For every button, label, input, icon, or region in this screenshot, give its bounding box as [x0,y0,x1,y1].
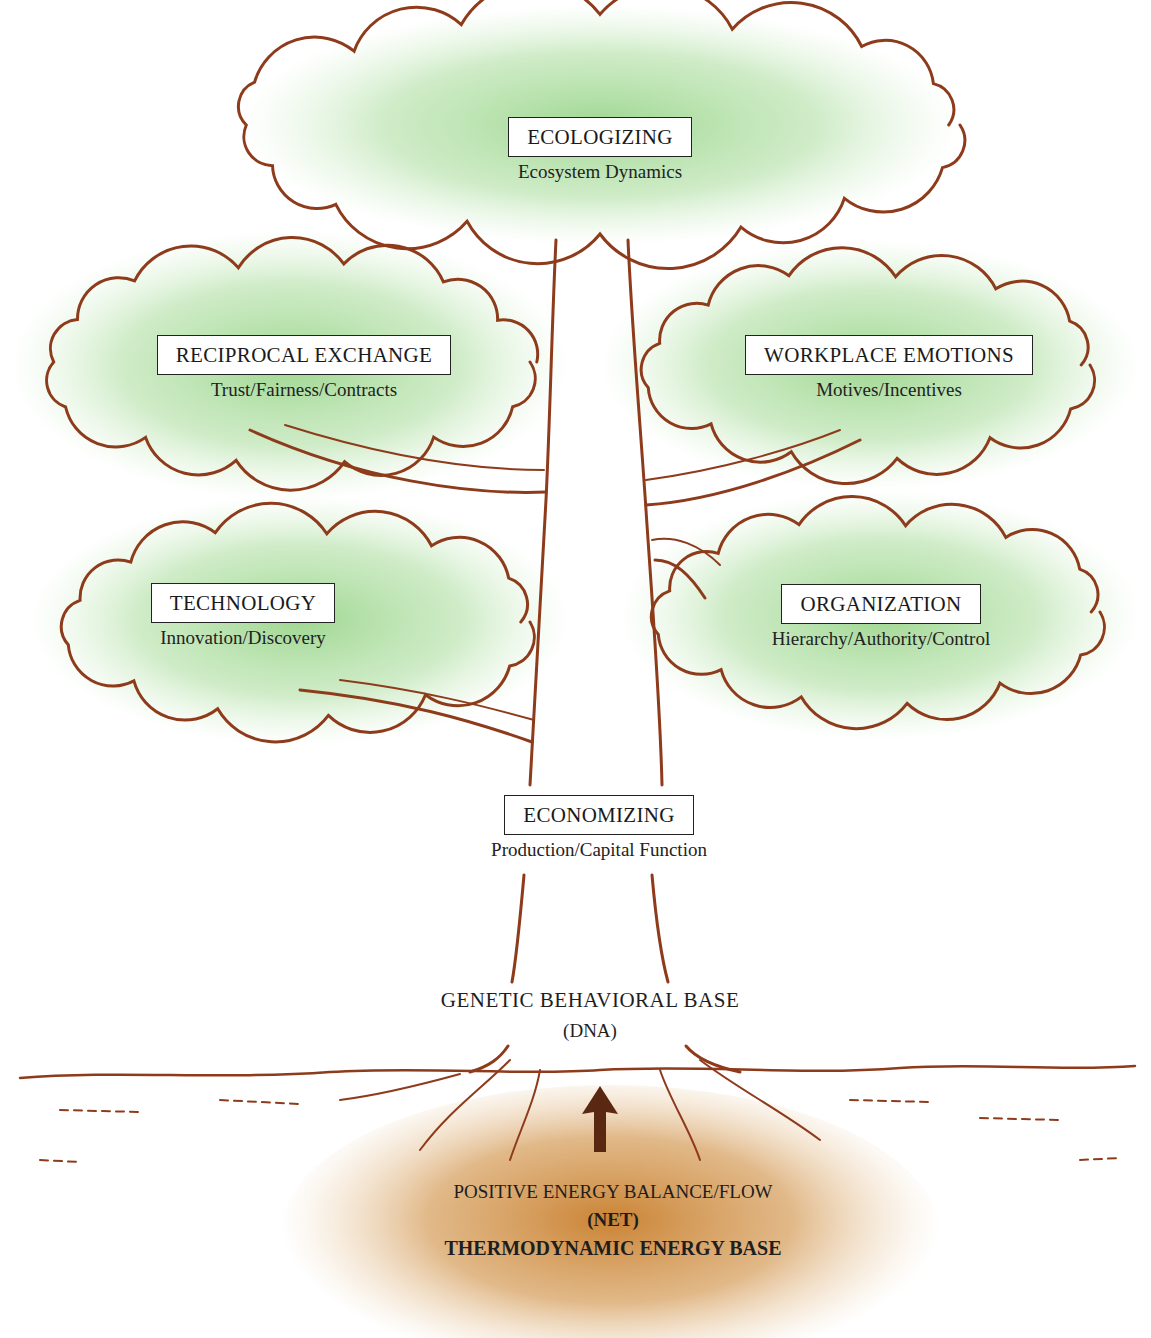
subtitle-row: Ecosystem Dynamics [508,161,692,183]
node-subtitle: Trust/Fairness/Contracts [157,379,451,401]
concept-node: ORGANIZATION Hierarchy/Authority/Control [772,584,990,650]
node-heading: RECIPROCAL EXCHANGE [157,335,451,375]
crown-outline [61,503,534,742]
foliage-glow [240,5,960,245]
diagram-label: POSITIVE ENERGY BALANCE/FLOW [453,1180,772,1204]
subtitle-row: Hierarchy/Authority/Control [772,628,990,650]
node-heading: WORKPLACE EMOTIONS [745,335,1033,375]
root-line [420,1060,510,1150]
node-heading: TECHNOLOGY [151,583,335,623]
foliage-glow [30,495,570,745]
diagram-label: GENETIC BEHAVIORAL BASE [435,987,746,1013]
concept-node: TECHNOLOGY Innovation/Discovery [151,583,335,649]
trunk-line [652,875,668,982]
crown-outline [238,0,964,268]
subtitle-row: Trust/Fairness/Contracts [157,379,451,401]
node-subtitle: Hierarchy/Authority/Control [772,628,990,650]
concept-node: ECONOMIZING Production/Capital Function [485,795,713,861]
root-line [700,1060,820,1140]
foliage-glow [10,230,570,500]
branch-line [250,430,546,492]
foliage-glow [620,490,1140,740]
trunk-line [512,875,524,982]
node-subtitle: Ecosystem Dynamics [508,161,692,183]
diagram-label: (DNA) [557,1019,623,1043]
branch-line [300,690,532,742]
branch-line [646,440,860,505]
soil-glow [280,1085,940,1338]
diagram-label: (NET) [587,1208,639,1232]
branch-line [652,539,720,565]
subtitle-row: Motives/Incentives [745,379,1033,401]
branch-line [285,425,544,470]
ground-line [20,1066,1135,1078]
crown-outline [641,248,1094,484]
crown-outline [47,238,538,491]
trunk-line [530,240,556,785]
root-line [340,1074,460,1100]
crown-outline [651,497,1104,729]
node-heading: ECOLOGIZING [508,117,692,157]
diagram-label: THERMODYNAMIC ENERGY BASE [444,1236,781,1261]
branch-line [655,560,705,598]
node-subtitle: Innovation/Discovery [151,627,335,649]
node-heading: ORGANIZATION [781,584,980,624]
ground-texture [40,1100,1120,1162]
subtitle-row: Innovation/Discovery [151,627,335,649]
subtitle-row: Production/Capital Function [485,839,713,861]
root-line [660,1070,700,1160]
root-line [510,1070,540,1160]
branch-line [340,680,534,720]
foliage-glow [600,240,1140,490]
node-subtitle: Motives/Incentives [745,379,1033,401]
concept-node: ECOLOGIZING Ecosystem Dynamics [508,117,692,183]
concept-node: RECIPROCAL EXCHANGE Trust/Fairness/Contra… [157,335,451,401]
upward-arrow [582,1086,618,1152]
concept-node: WORKPLACE EMOTIONS Motives/Incentives [745,335,1033,401]
trunk-line [628,240,662,785]
node-subtitle: Production/Capital Function [485,839,713,861]
branch-line [646,430,840,480]
node-heading: ECONOMIZING [504,795,693,835]
